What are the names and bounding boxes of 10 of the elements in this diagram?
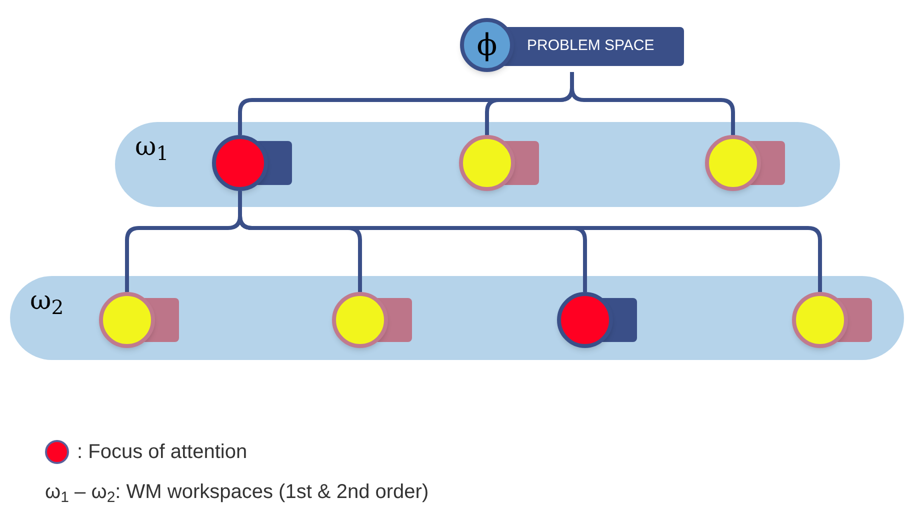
item-circle [332, 292, 388, 348]
item-circle [459, 135, 515, 191]
legend-text: : Focus of attention [77, 440, 248, 465]
connector-line [570, 72, 735, 135]
band-label: ω$_{2}$ [30, 288, 64, 314]
item-circle [705, 135, 761, 191]
item-circle [99, 292, 155, 348]
item-circle [792, 292, 848, 348]
band-label: ω$_{1}$ [135, 134, 169, 160]
note-text: ω$_{1}$ – ω$_{2}$: WM workspaces (1st & 2nd order) [45, 480, 429, 505]
